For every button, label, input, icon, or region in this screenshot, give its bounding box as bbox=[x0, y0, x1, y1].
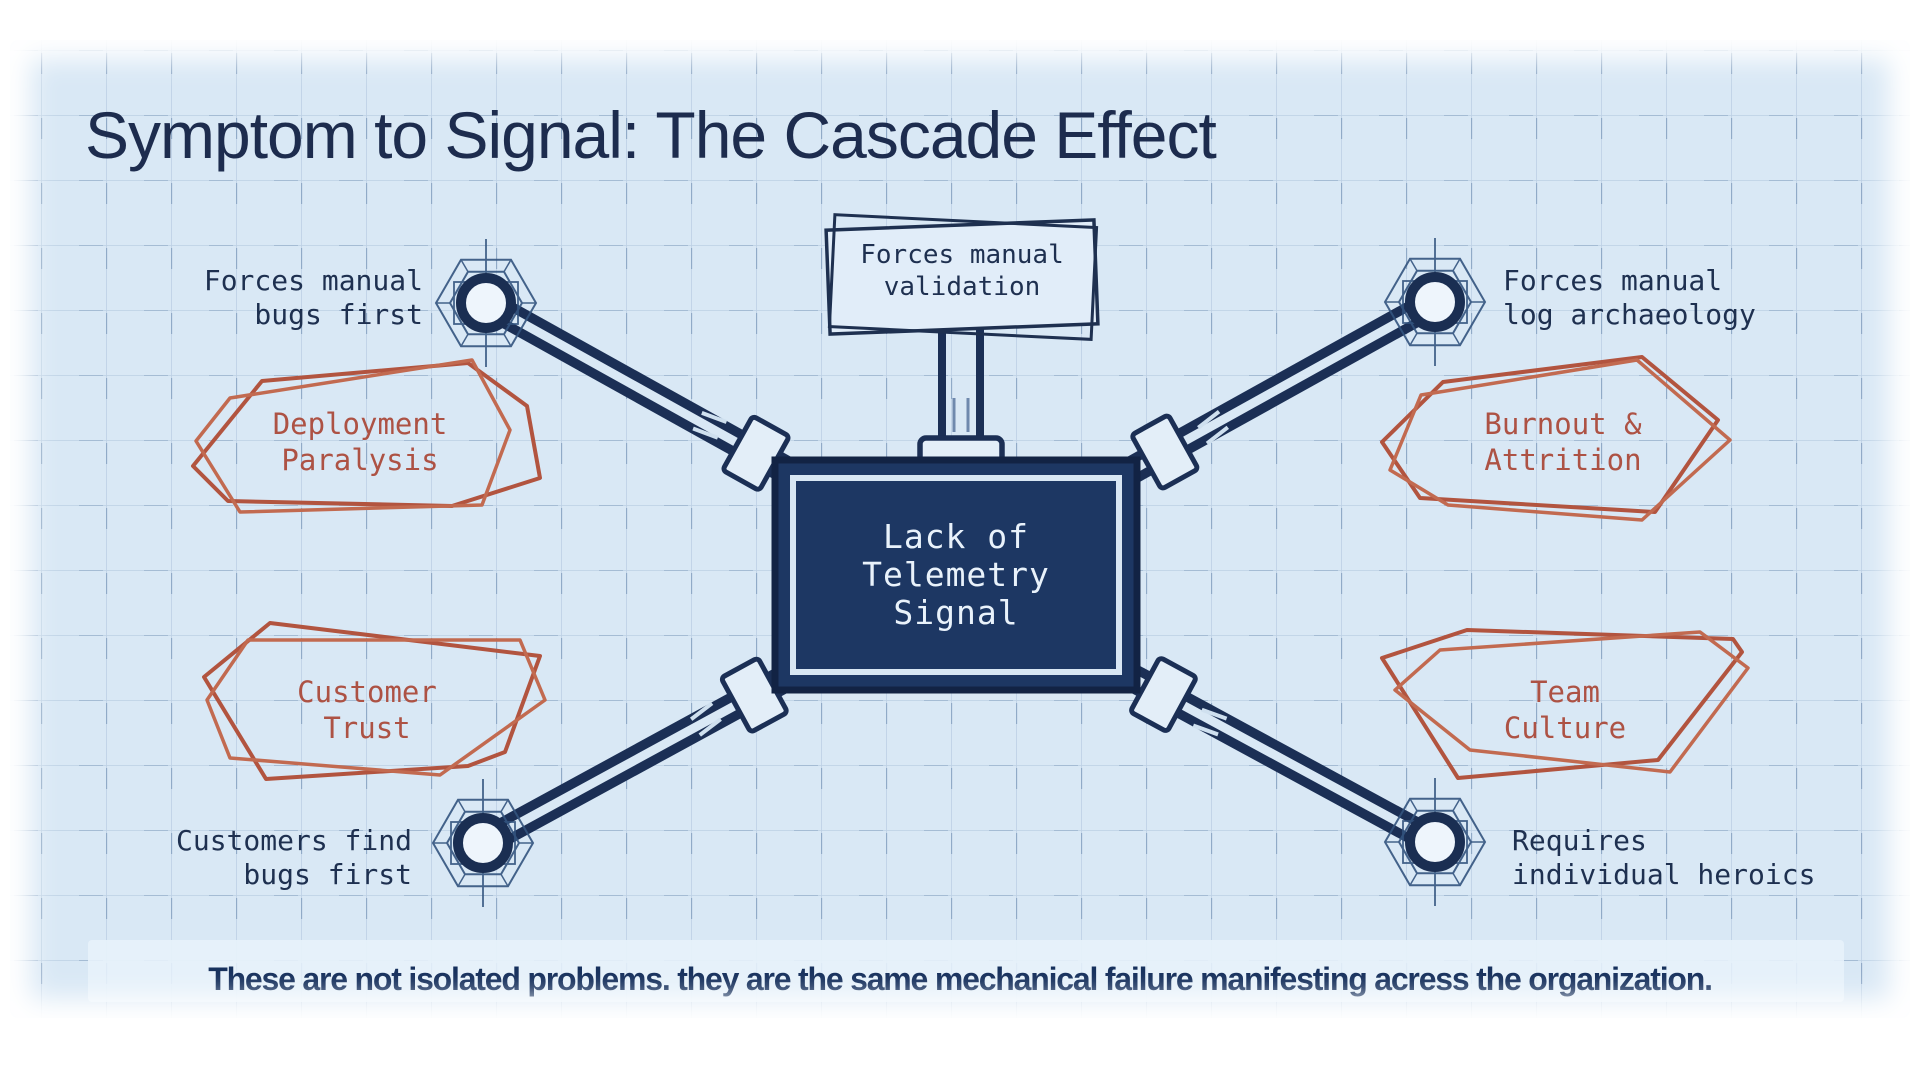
top-sign: Forces manual validation bbox=[824, 213, 1100, 341]
corner-label-line: Forces manual bbox=[204, 264, 423, 297]
arm-bottom-left bbox=[486, 654, 813, 850]
corner-label-bottom-right: Requires individual heroics bbox=[1512, 824, 1815, 891]
footer-band bbox=[88, 940, 1844, 1002]
impact-label-line: Culture bbox=[1504, 711, 1626, 745]
vignette-border bbox=[0, 13, 1920, 1045]
corner-label-line: Customers find bbox=[176, 824, 412, 857]
page-title: Symptom to Signal: The Cascade Effect bbox=[85, 98, 1216, 172]
hex-node-bottom-left bbox=[432, 778, 534, 908]
impact-label-line: Burnout & bbox=[1484, 407, 1642, 441]
hex-node-bottom-right bbox=[1384, 777, 1486, 907]
impact-label-line: Customer bbox=[297, 675, 437, 709]
impact-shape-burnout-attrition: Burnout & Attrition bbox=[1380, 355, 1732, 522]
center-node-line: Lack of bbox=[883, 517, 1029, 556]
center-node: Lack of Telemetry Signal bbox=[771, 456, 1141, 694]
top-sign-line: Forces manual bbox=[860, 240, 1064, 270]
impact-label-line: Team bbox=[1530, 675, 1600, 709]
impact-shape-deployment-paralysis: Deployment Paralysis bbox=[191, 358, 542, 514]
impact-label-line: Paralysis bbox=[281, 443, 438, 477]
center-node-line: Signal bbox=[893, 593, 1018, 632]
arm-bottom-right bbox=[1104, 654, 1432, 849]
corner-label-top-right: Forces manual log archaeology bbox=[1503, 264, 1756, 331]
impact-shape-customer-trust: Customer Trust bbox=[202, 621, 547, 781]
corner-label-line: bugs first bbox=[243, 858, 412, 891]
corner-label-line: Requires bbox=[1512, 824, 1647, 857]
arm-top-right bbox=[1106, 295, 1432, 493]
center-node-line: Telemetry bbox=[862, 555, 1050, 594]
impact-label-line: Trust bbox=[323, 711, 410, 745]
impact-label-line: Deployment bbox=[273, 407, 448, 441]
corner-label-line: Forces manual bbox=[1503, 264, 1722, 297]
hex-node-top-right bbox=[1384, 237, 1486, 367]
impact-label-line: Attrition bbox=[1484, 443, 1641, 477]
corner-label-top-left: Forces manual bugs first bbox=[204, 264, 423, 331]
corner-label-line: individual heroics bbox=[1512, 858, 1815, 891]
impact-shape-team-culture: Team Culture bbox=[1380, 628, 1750, 780]
footer-statement: These are not isolated problems. they ar… bbox=[208, 961, 1712, 997]
corner-label-line: log archaeology bbox=[1503, 298, 1756, 331]
hex-node-top-left bbox=[435, 238, 537, 368]
top-sign-line: validation bbox=[884, 272, 1041, 302]
corner-label-bottom-left: Customers find bugs first bbox=[176, 824, 412, 891]
corner-label-line: bugs first bbox=[254, 298, 423, 331]
